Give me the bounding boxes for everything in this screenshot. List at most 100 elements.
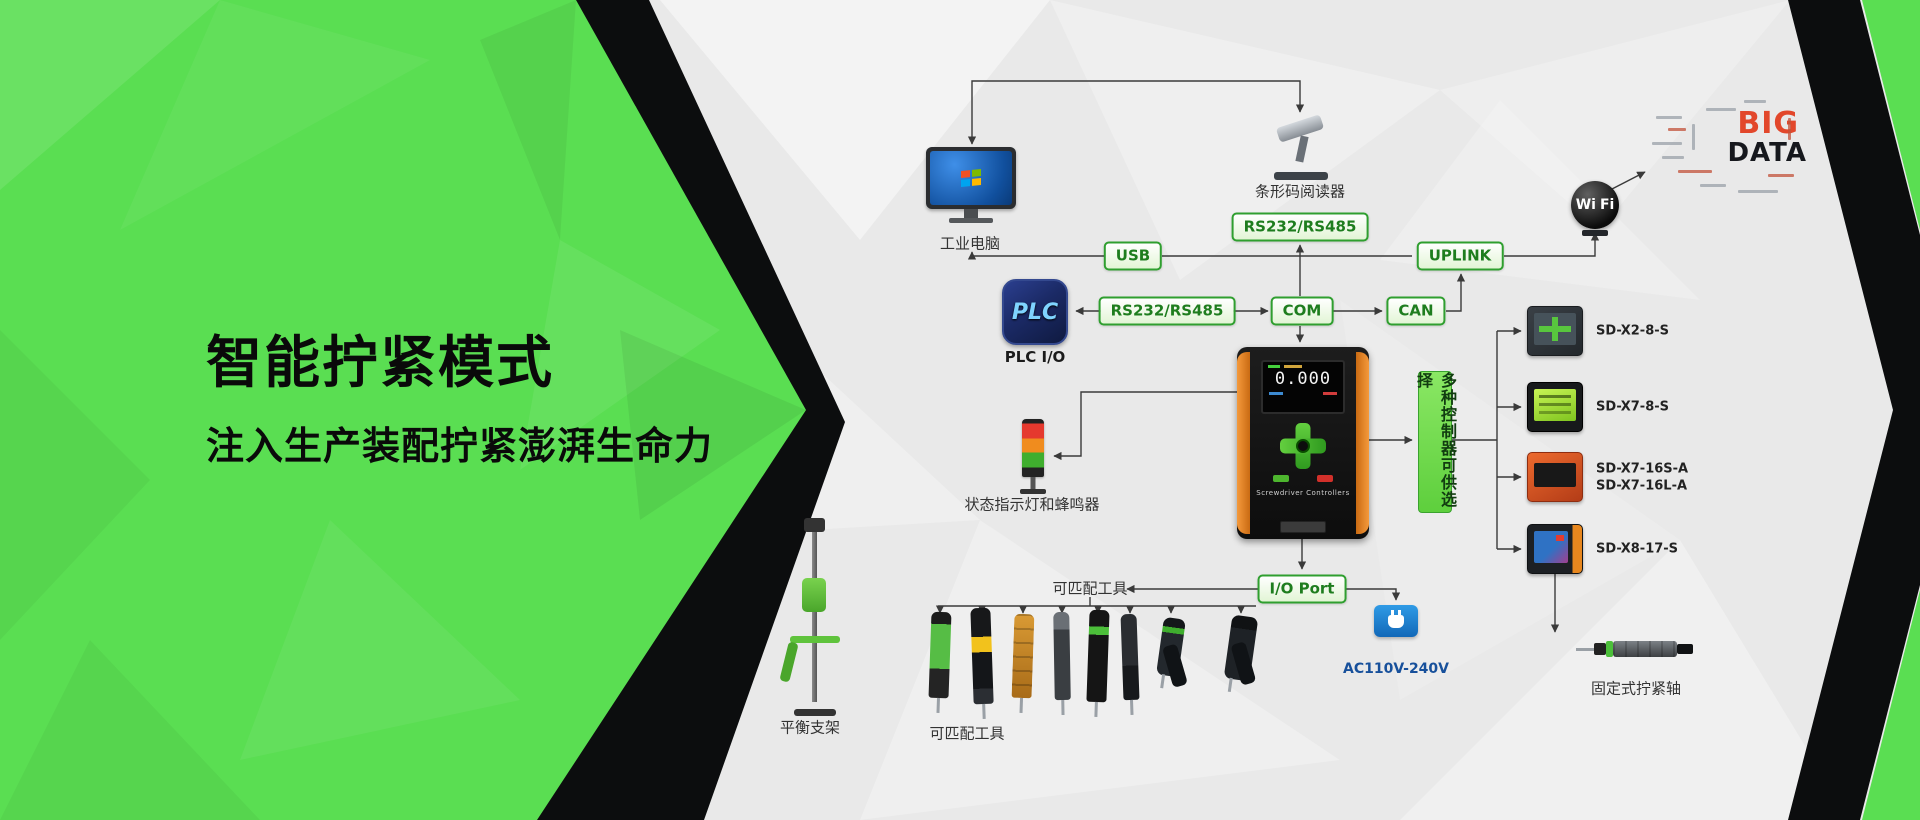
controller-screen: 0.000	[1261, 360, 1345, 414]
usb-port-badge: USB	[1103, 241, 1163, 271]
screen-info-row	[1263, 390, 1343, 397]
io-port-badge: I/O Port	[1257, 574, 1347, 604]
balance-stand-label: 平衡支架	[779, 718, 841, 737]
screen-status-row	[1263, 362, 1343, 369]
power-plug-icon	[1374, 605, 1418, 637]
wifi-text-wi: Wi	[1575, 197, 1596, 213]
monitor-screen	[930, 151, 1012, 205]
controller-orange-rail-left	[1237, 352, 1250, 534]
monitor-frame	[926, 147, 1016, 209]
controller-selector-label: 多种控制器可供选择	[1414, 371, 1457, 513]
controller-orange-rail-right	[1356, 352, 1369, 534]
power-label: AC110V-240V	[1342, 661, 1450, 677]
stand-pole	[812, 524, 817, 702]
screen-torque-value: 0.000	[1274, 369, 1332, 389]
word-blur-bar	[1652, 142, 1682, 145]
controller-dpad	[1280, 423, 1326, 469]
mini-screen	[1534, 463, 1576, 487]
word-blur-bar	[1662, 156, 1684, 159]
wifi-stand	[1582, 230, 1608, 236]
pistol-tool-8	[1223, 614, 1259, 682]
screen-chip	[1284, 365, 1302, 368]
plc-icon: PLC	[1002, 279, 1068, 345]
plc-io-label: PLC I/O	[1004, 348, 1066, 366]
uplink-port-badge: UPLINK	[1416, 241, 1504, 271]
barcode-reader-icon	[1272, 114, 1330, 180]
mini-controller-sd-x7-16	[1527, 452, 1583, 502]
screwdriver-controller-device: 0.000 Screwdriver Controllers	[1237, 347, 1369, 539]
monitor-neck	[964, 209, 978, 218]
screen-chip	[1323, 392, 1337, 396]
plc-icon-text: PLC	[1011, 299, 1059, 325]
screen-chip	[1268, 365, 1280, 368]
screwdriver-tool-3	[1011, 613, 1035, 699]
mini-screen	[1534, 389, 1576, 421]
word-blur-bar	[1768, 174, 1794, 177]
tools-top-label: 可匹配工具	[1052, 579, 1128, 598]
status-light-label: 状态指示灯和蜂鸣器	[964, 495, 1100, 514]
big-data-cloud: BIG DATA	[1648, 98, 1813, 216]
spindle-bit	[1576, 647, 1594, 651]
barcode-reader-label: 条形码阅读器	[1254, 182, 1346, 201]
fixed-spindle-icon	[1576, 641, 1693, 657]
mini-screen	[1534, 313, 1576, 345]
screwdriver-tool-5	[1086, 609, 1110, 703]
stand-hanging-tool	[779, 641, 799, 683]
word-blur-bar	[1744, 100, 1766, 103]
stand-clamp	[804, 518, 825, 532]
scanner-neck	[1295, 135, 1309, 163]
dpad-center-button	[1296, 439, 1310, 453]
scanner-rs232-port-badge: RS232/RS485	[1231, 212, 1369, 242]
word-blur-bar	[1700, 184, 1726, 187]
monitor-base	[949, 218, 993, 223]
hero-subtitle: 注入生产装配拧紧澎湃生命力	[206, 424, 714, 468]
windows-logo-icon	[961, 168, 981, 188]
word-blur-bar	[1668, 128, 1686, 131]
controller-buttons	[1237, 475, 1369, 482]
spindle-tail	[1677, 644, 1693, 654]
stand-arm	[790, 636, 840, 643]
word-blur-bar	[1656, 116, 1682, 119]
screwdriver-tool-6	[1120, 613, 1140, 701]
rs232-port-badge: RS232/RS485	[1098, 296, 1236, 326]
balance-stand-icon	[779, 518, 852, 716]
spindle-green-ring	[1606, 641, 1613, 657]
green-button	[1273, 475, 1289, 482]
word-blur-bar	[1738, 190, 1778, 193]
word-blur-bar	[1692, 124, 1695, 150]
model-label-2: SD-X7-8-S	[1596, 399, 1669, 415]
model-label-3b: SD-X7-16L-A	[1596, 478, 1688, 494]
spindle-body	[1613, 641, 1677, 657]
can-port-badge: CAN	[1386, 296, 1446, 326]
fixed-spindle-label: 固定式拧紧轴	[1590, 679, 1682, 698]
status-light-icon	[1022, 419, 1044, 477]
com-port-badge: COM	[1270, 296, 1334, 326]
screwdriver-tool-4	[1053, 611, 1071, 701]
stand-balancer	[802, 578, 826, 612]
screwdriver-tool-2	[970, 607, 994, 705]
stand-base	[794, 709, 836, 716]
model-label-1: SD-X2-8-S	[1596, 323, 1669, 339]
screwdriver-tool-1	[928, 611, 952, 699]
pistol-tool-7	[1156, 616, 1186, 678]
mini-screen	[1534, 531, 1568, 563]
hero-title: 智能拧紧模式	[206, 331, 554, 396]
plug-glyph	[1388, 609, 1404, 628]
industrial-pc-label: 工业电脑	[939, 234, 1001, 253]
spindle-chuck	[1594, 643, 1606, 655]
model-label-3a: SD-X7-16S-A	[1596, 461, 1689, 477]
mini-controller-sd-x2	[1527, 306, 1583, 356]
mini-controller-sd-x8	[1527, 524, 1583, 574]
scanner-base	[1274, 172, 1328, 180]
word-blur-bar	[1678, 170, 1712, 173]
wifi-text-fi: Fi	[1599, 197, 1615, 213]
screen-chip	[1269, 392, 1283, 396]
word-blur-bar	[1788, 118, 1791, 140]
model-label-4: SD-X8-17-S	[1596, 541, 1679, 557]
big-data-word1: BIG	[1737, 106, 1799, 141]
tools-bottom-label: 可匹配工具	[929, 724, 1005, 743]
word-blur-bar	[1706, 108, 1736, 111]
